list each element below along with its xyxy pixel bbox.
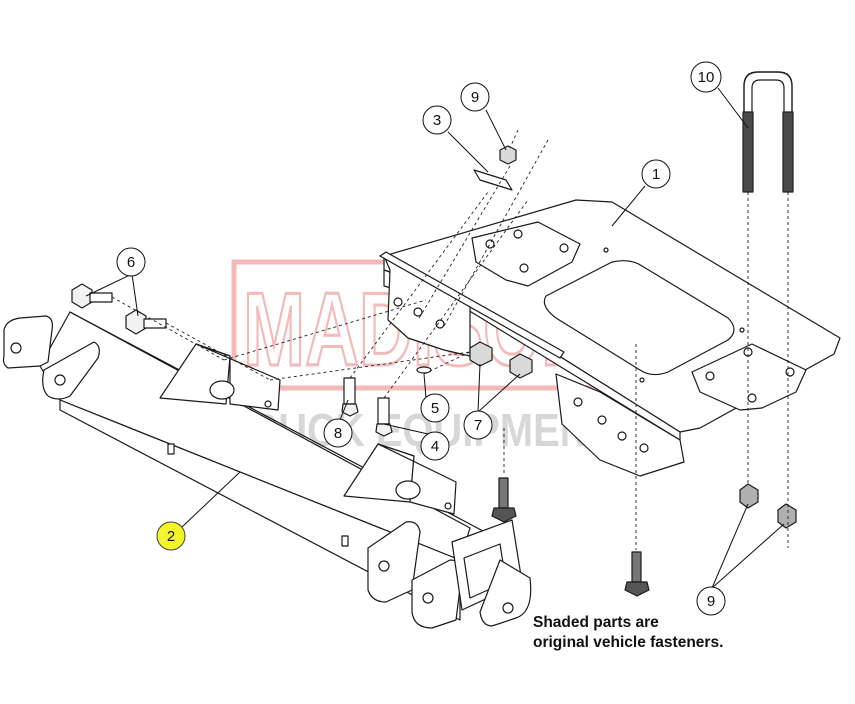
mounting-plate [379, 199, 841, 477]
callout-8: 8 [323, 418, 353, 448]
callout-7: 7 [463, 410, 493, 440]
svg-text:9: 9 [707, 593, 715, 610]
callout-6: 6 [116, 247, 146, 277]
u-bolt [742, 71, 794, 193]
washer-5 [416, 366, 432, 374]
fastener-note: Shaded parts are original vehicle fasten… [533, 613, 833, 653]
svg-text:3: 3 [433, 112, 441, 129]
alignment-lines [111, 129, 789, 550]
svg-text:9: 9 [471, 89, 479, 106]
original-bolt-right [624, 551, 650, 597]
original-bolt-left [491, 477, 517, 523]
callout-1: 1 [641, 159, 671, 189]
receiver-hitch-crossmember [2, 311, 532, 629]
bolt-8 [341, 377, 359, 417]
callout-4: 4 [420, 431, 450, 461]
bolt-6a [71, 283, 113, 309]
nut-9-right [777, 503, 797, 529]
callout-2-highlight [156, 521, 186, 551]
svg-text:6: 6 [127, 254, 135, 271]
fastener-note-line-1: Shaded parts are [533, 614, 659, 631]
callout-9-top: 9 [460, 82, 490, 112]
callout-3: 3 [422, 105, 452, 135]
svg-text:7: 7 [474, 417, 482, 434]
callout-10: 10 [690, 61, 722, 93]
leader-lines [85, 87, 785, 589]
svg-text:8: 8 [334, 425, 342, 442]
nut-9-top [499, 145, 517, 165]
svg-text:2: 2 [167, 528, 175, 545]
nuts-7 [469, 341, 533, 379]
bolt-4 [375, 397, 393, 437]
svg-text:5: 5 [431, 400, 439, 417]
svg-text:4: 4 [431, 438, 439, 455]
svg-text:1: 1 [652, 166, 660, 183]
svg-text:10: 10 [698, 69, 715, 86]
fastener-note-line-2: original vehicle fasteners. [533, 634, 724, 651]
callout-2: 2 [156, 521, 186, 551]
washer-3 [473, 169, 513, 191]
bolt-6b [125, 309, 167, 335]
callout-5: 5 [420, 393, 450, 423]
nut-9-left [739, 483, 759, 509]
callout-9-bottom: 9 [696, 586, 726, 616]
